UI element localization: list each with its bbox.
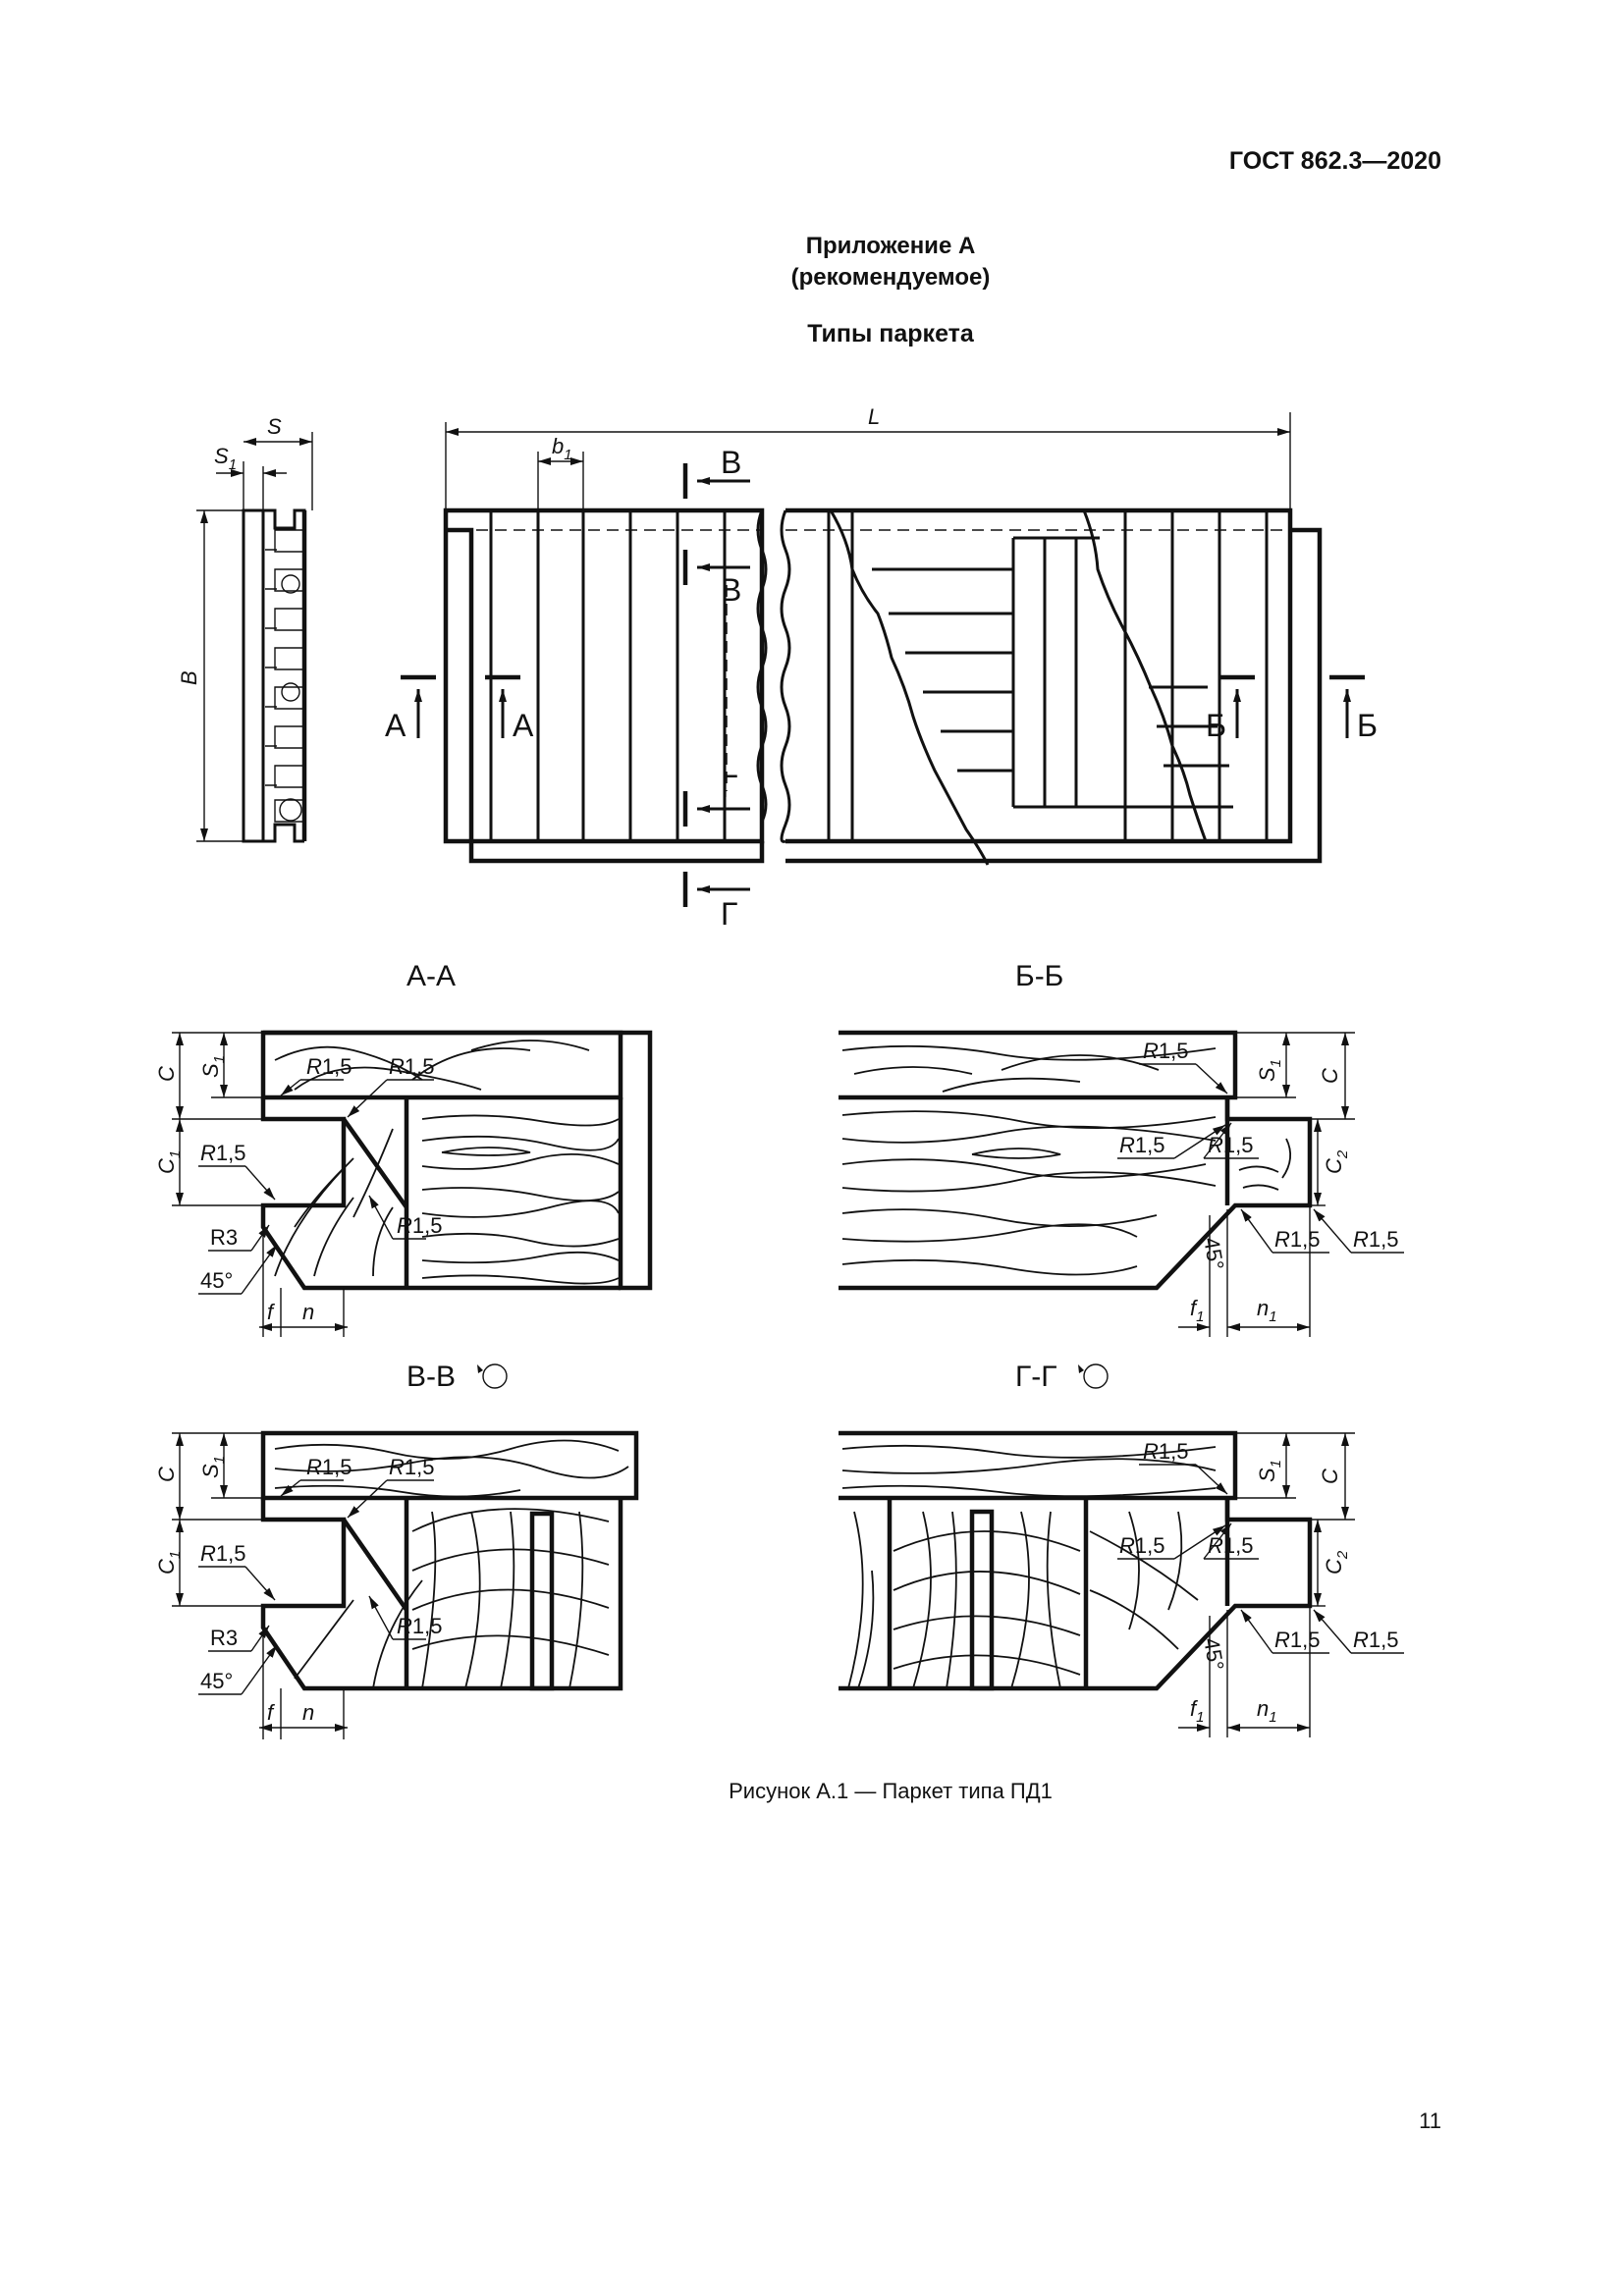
- vv-r15-d: R1,5: [397, 1614, 442, 1638]
- standard-code: ГОСТ 862.3—2020: [1228, 147, 1441, 175]
- section-vv-title: В-В: [406, 1361, 456, 1393]
- cut-B-right: Б: [1357, 708, 1378, 743]
- dim-S-label: S: [267, 414, 282, 439]
- bb-dim-C: C: [1318, 1068, 1342, 1084]
- gg-45deg: 45°: [1199, 1636, 1228, 1673]
- section-bb: Б-Б S1 C C2 R1,5 R1,5 R: [839, 960, 1404, 1337]
- vv-dim-C: C: [154, 1467, 179, 1482]
- break-line-left: [756, 509, 768, 823]
- board-right-strips: [827, 510, 1269, 841]
- vv-45deg: 45°: [200, 1669, 233, 1693]
- vv-dim-n: n: [302, 1700, 314, 1725]
- gg-r15-c: R1,5: [1208, 1533, 1253, 1558]
- rotate-icon: [1078, 1363, 1109, 1389]
- cut-A-left: А: [385, 708, 406, 743]
- appendix-status: (рекомендуемое): [790, 264, 991, 291]
- appendix-title: Приложение А: [805, 233, 976, 259]
- section-vv: В-В C C1 S1 R1,5: [154, 1361, 639, 1739]
- aa-dim-C: C: [154, 1066, 179, 1082]
- rotate-icon: [477, 1363, 508, 1389]
- gg-dim-S1: S1: [1255, 1460, 1284, 1482]
- gg-r15-d: R1,5: [1274, 1628, 1320, 1652]
- section-aa: А-А C C1 S1 R1,5 R1,: [154, 960, 653, 1337]
- vv-r15-a: R1,5: [306, 1455, 352, 1479]
- aa-45deg: 45°: [200, 1268, 233, 1293]
- aa-dim-S1: S1: [198, 1055, 228, 1078]
- aa-r15-d: R1,5: [397, 1213, 442, 1238]
- board-left-outline: [443, 507, 765, 844]
- figure-caption: Рисунок А.1 — Паркет типа ПД1: [729, 1779, 1053, 1803]
- cut-G-bottom: Г: [721, 896, 737, 932]
- board-right-offset: [785, 527, 1323, 864]
- aa-r15-c: R1,5: [200, 1141, 245, 1165]
- bb-r15-e: R1,5: [1353, 1227, 1398, 1252]
- vv-r15-b: R1,5: [389, 1455, 434, 1479]
- board-left-offset: [446, 527, 765, 864]
- bb-r15-c: R1,5: [1208, 1133, 1253, 1157]
- section-aa-grain: [274, 1040, 620, 1285]
- gg-dim-f1: f1: [1190, 1696, 1204, 1726]
- break-line-right: [780, 509, 791, 843]
- board-right-outline: [785, 507, 1293, 844]
- section-aa-title: А-А: [406, 960, 456, 992]
- bb-r15-a: R1,5: [1143, 1039, 1188, 1063]
- section-gg-title: Г-Г: [1015, 1361, 1056, 1393]
- aa-dim-n: n: [302, 1300, 314, 1324]
- section-gg-grain: [841, 1444, 1217, 1689]
- dim-b1-label: b1: [552, 434, 572, 463]
- cut-G-top: Г: [721, 769, 737, 804]
- aa-dim-C1: C1: [154, 1150, 184, 1174]
- bb-dim-n1: n1: [1257, 1296, 1277, 1325]
- side-view: B S S1: [177, 414, 313, 843]
- appendix-heading: Приложение А (рекомендуемое): [0, 231, 1624, 294]
- cut-V-top: В: [721, 445, 741, 480]
- gg-r15-e: R1,5: [1353, 1628, 1398, 1652]
- vv-dim-C1: C1: [154, 1551, 184, 1575]
- gg-r15-b: R1,5: [1119, 1533, 1164, 1558]
- dim-S1-label: S1: [214, 444, 237, 473]
- bb-dim-S1: S1: [1255, 1059, 1284, 1082]
- section-title: Типы паркета: [807, 320, 974, 347]
- dim-B-label: B: [177, 670, 201, 685]
- aa-r3: R3: [210, 1225, 238, 1250]
- vv-dim-S1: S1: [198, 1456, 228, 1478]
- side-view-lamellas: [265, 529, 305, 823]
- gg-r15-a: R1,5: [1143, 1439, 1188, 1464]
- gg-dim-n1: n1: [1257, 1696, 1277, 1726]
- tear-line-2: [1082, 509, 1208, 842]
- vv-dim-f: f: [267, 1700, 276, 1725]
- aa-r15-b: R1,5: [389, 1054, 434, 1079]
- dim-L-label: L: [868, 404, 880, 429]
- section-bb-title: Б-Б: [1015, 960, 1063, 992]
- cut-B-left: Б: [1206, 708, 1226, 743]
- page-number: 11: [1419, 2109, 1441, 2133]
- bb-45deg: 45°: [1199, 1236, 1228, 1272]
- plan-view: L b1 В В Г Г А А Б Б: [385, 404, 1378, 932]
- section-vv-grain: [274, 1439, 629, 1689]
- bb-r15-d: R1,5: [1274, 1227, 1320, 1252]
- bb-dim-f1: f1: [1190, 1296, 1204, 1325]
- aa-dim-f: f: [267, 1300, 276, 1324]
- bb-dim-C2: C2: [1322, 1149, 1351, 1174]
- tear-line-1: [829, 509, 990, 866]
- section-gg: Г-Г S1 C C2: [839, 1361, 1404, 1737]
- aa-r15-a: R1,5: [306, 1054, 352, 1079]
- cut-V-bottom: В: [721, 572, 741, 608]
- gg-dim-C2: C2: [1322, 1550, 1351, 1575]
- vv-r15-c: R1,5: [200, 1541, 245, 1566]
- cut-A-right: А: [513, 708, 534, 743]
- bb-r15-b: R1,5: [1119, 1133, 1164, 1157]
- vv-r3: R3: [210, 1626, 238, 1650]
- board-left-strips: [489, 510, 727, 841]
- gg-dim-C: C: [1318, 1468, 1342, 1484]
